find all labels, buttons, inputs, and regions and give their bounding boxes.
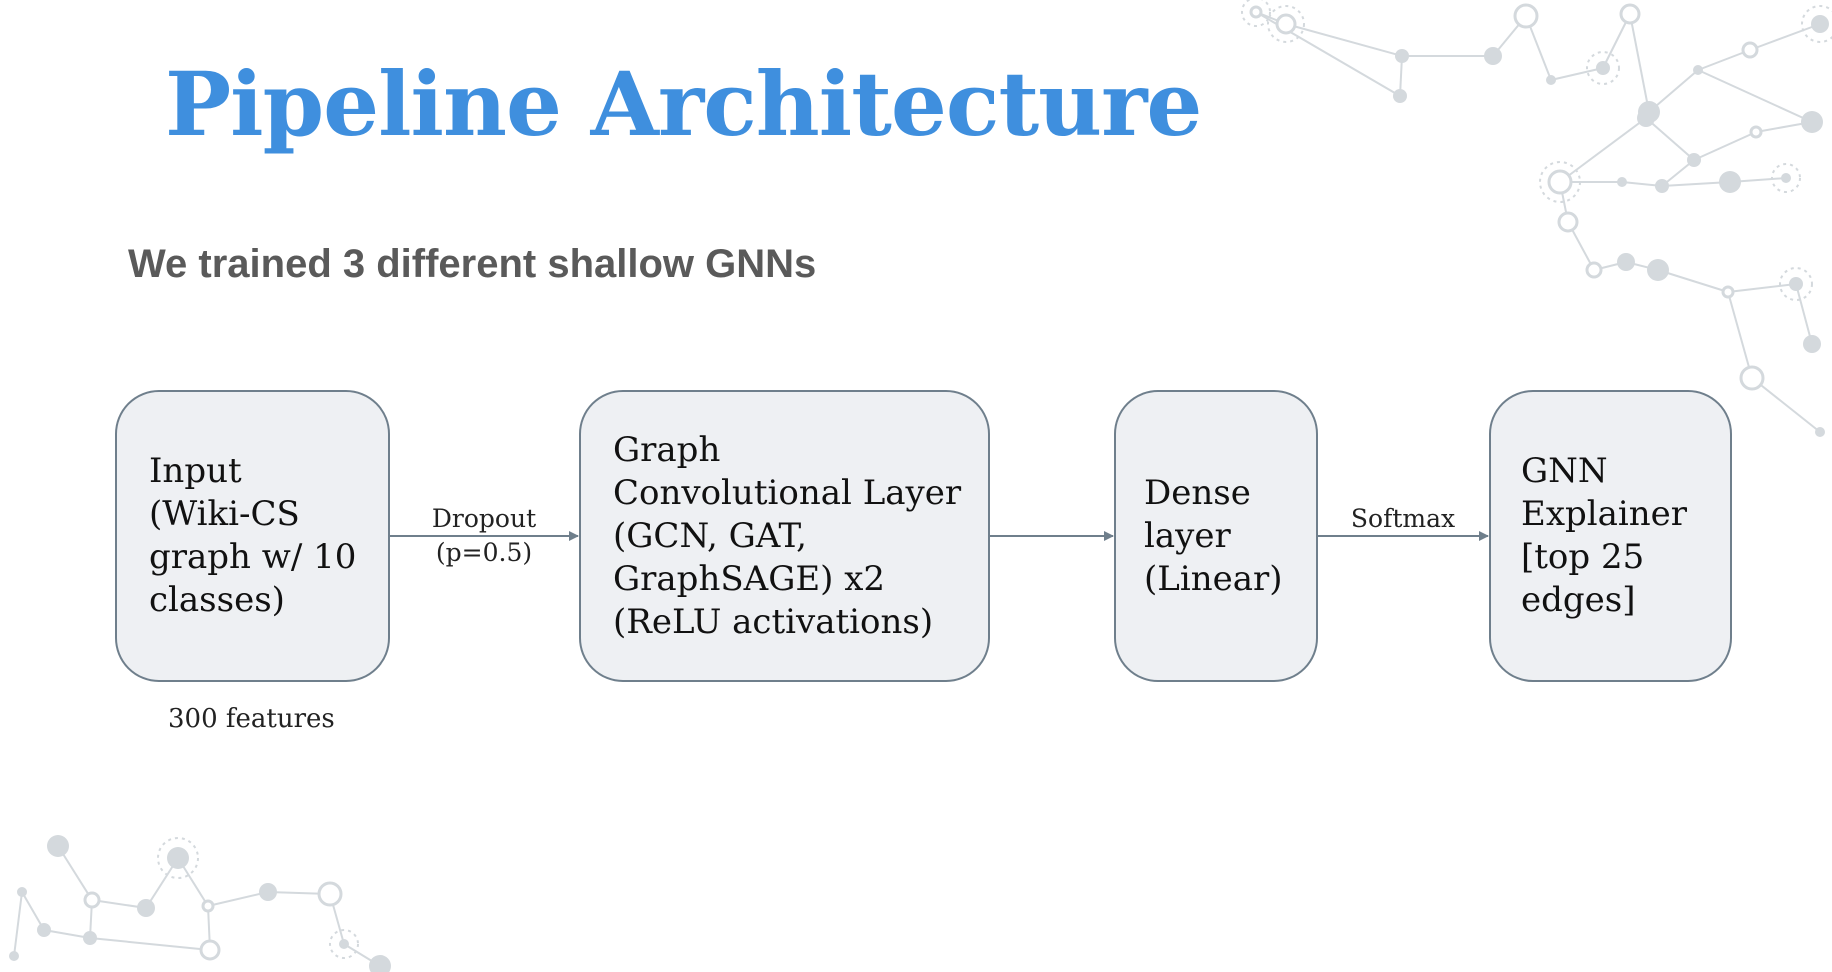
edge-label-dropout: Dropout (p=0.5) [431, 504, 537, 567]
node-explainer-label: GNN Explainer [top 25 edges] [1521, 451, 1688, 620]
node-graph-conv-label: Graph Convolutional Layer (GCN, GAT, Gra… [613, 429, 962, 642]
node-dense: Dense layer (Linear) [1114, 390, 1318, 682]
node-explainer: GNN Explainer [top 25 edges] [1489, 390, 1732, 682]
page-title: Pipeline Architecture [165, 52, 1202, 156]
node-input-label: Input (Wiki-CS graph w/ 10 classes) [149, 451, 357, 620]
page-subtitle: We trained 3 different shallow GNNs [128, 242, 817, 286]
node-input: Input (Wiki-CS graph w/ 10 classes) [115, 390, 390, 682]
edge-label-softmax: Softmax [1350, 504, 1456, 533]
node-graph-conv: Graph Convolutional Layer (GCN, GAT, Gra… [579, 390, 990, 682]
input-features-note: 300 features [168, 704, 335, 734]
node-dense-label: Dense layer (Linear) [1144, 472, 1283, 599]
